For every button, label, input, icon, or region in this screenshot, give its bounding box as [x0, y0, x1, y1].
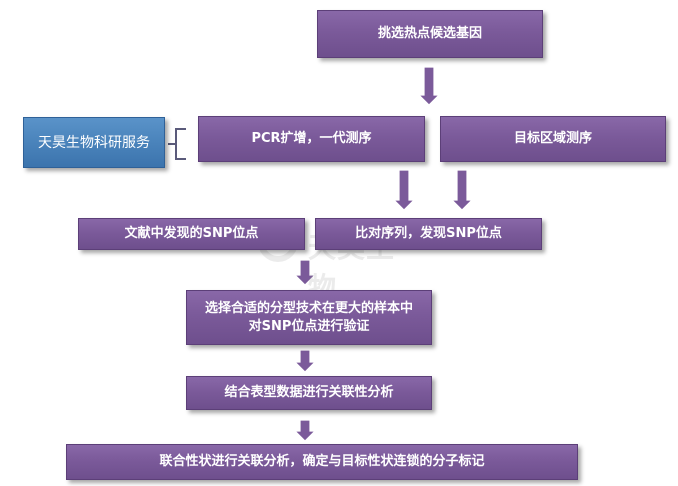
arrow-to-phenotype — [293, 349, 317, 373]
node-label: PCR扩增，一代测序 — [251, 131, 372, 146]
node-label: 比对序列，发现SNP位点 — [355, 226, 502, 241]
arrow-pcr-to-compare — [392, 169, 416, 211]
node-label: 挑选热点候选基因 — [377, 26, 482, 41]
node-pcr-sequencing: PCR扩增，一代测序 — [198, 116, 425, 162]
node-phenotype-association: 结合表型数据进行关联性分析 — [186, 376, 432, 410]
arrow-to-trait — [293, 419, 317, 442]
node-compare-sequences: 比对序列，发现SNP位点 — [315, 218, 542, 250]
node-label: 联合性状进行关联分析，确定与目标性状连锁的分子标记 — [159, 454, 485, 469]
node-select-hotspot-genes: 挑选热点候选基因 — [317, 10, 543, 58]
node-label-line-2: 对SNP位点进行验证 — [248, 318, 370, 334]
node-literature-snp: 文献中发现的SNP位点 — [78, 218, 305, 250]
node-label: 天昊生物科研服务 — [38, 134, 150, 151]
node-label: 结合表型数据进行关联性分析 — [224, 385, 394, 400]
node-service-provider: 天昊生物科研服务 — [23, 117, 165, 168]
node-label-line-1: 选择合适的分型技术在更大的样本中 — [204, 300, 413, 316]
node-trait-association-markers: 联合性状进行关联分析，确定与目标性状连锁的分子标记 — [66, 444, 578, 480]
arrow-to-genotyping — [293, 259, 317, 286]
arrow-to-target-row — [417, 66, 441, 106]
bracket-connector — [168, 128, 186, 160]
arrow-target-to-compare — [450, 169, 474, 211]
node-label: 目标区域测序 — [513, 131, 592, 146]
node-label: 文献中发现的SNP位点 — [124, 226, 259, 241]
arrows — [293, 66, 474, 442]
node-target-region-sequencing: 目标区域测序 — [440, 116, 666, 162]
node-genotyping-validation: 选择合适的分型技术在更大的样本中 对SNP位点进行验证 — [186, 290, 432, 345]
